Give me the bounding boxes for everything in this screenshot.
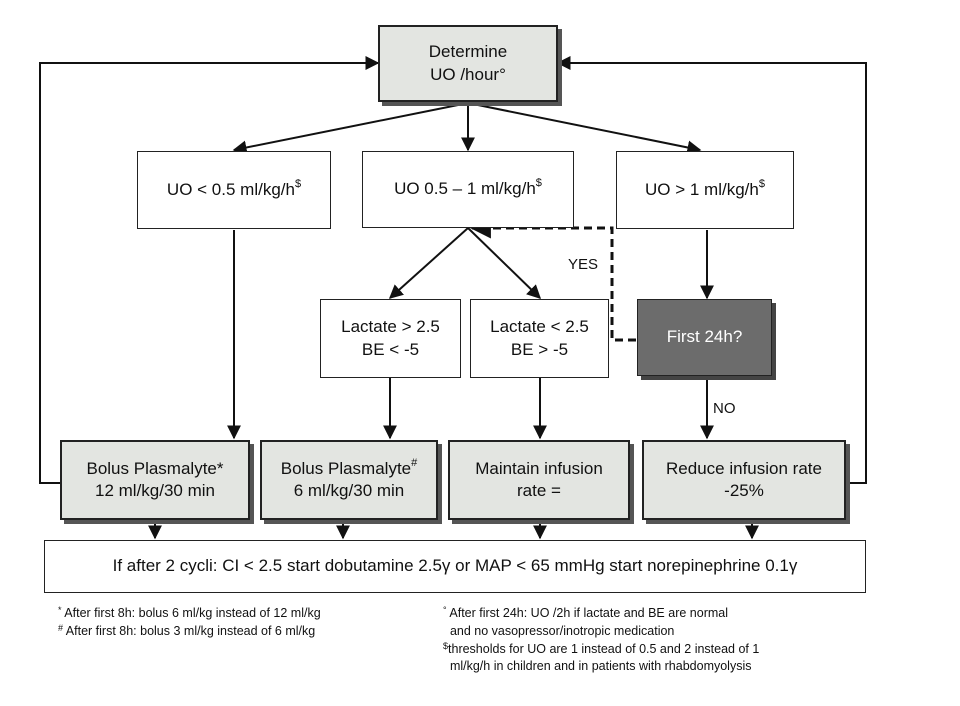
uo-low-label: UO < 0.5 ml/kg/h <box>166 179 295 199</box>
first-24h-box: First 24h? <box>637 299 772 376</box>
arrow-determine-to-uo-high <box>467 102 702 155</box>
cycli-text: If after 2 cycli: CI < 2.5 start dobutam… <box>112 556 798 576</box>
bolus-6-line2: 6 ml/kg/30 min <box>293 481 405 500</box>
determine-label: Determine <box>428 42 508 62</box>
footnote-degree: ° After first 24h: UO /2h if lactate and… <box>443 605 728 620</box>
cycli-box: If after 2 cycli: CI < 2.5 start dobutam… <box>44 540 866 593</box>
reduce-line2: -25% <box>724 481 764 500</box>
bolus-12-line2: 12 ml/kg/30 min <box>95 481 215 500</box>
determine-sublabel: UO /hour <box>430 64 500 84</box>
maintain-line1: Maintain infusion <box>475 458 603 478</box>
determine-uo-box: Determine UO /hour° <box>378 25 558 102</box>
reduce-infusion-box: Reduce infusion rate -25% <box>642 440 846 520</box>
footnote-star: * After first 8h: bolus 6 ml/kg instead … <box>58 605 321 620</box>
edge-label-yes: YES <box>568 256 599 273</box>
uo-mid-box: UO 0.5 – 1 ml/kg/h$ <box>362 151 574 228</box>
bolus-6-box: Bolus Plasmalyte# 6 ml/kg/30 min <box>260 440 438 520</box>
maintain-line2: rate = <box>517 481 561 500</box>
footnote-dollar-cont: ml/kg/h in children and in patients with… <box>443 659 752 674</box>
arrow-uo-mid-to-lactate-high <box>388 227 469 299</box>
bolus-12-mark: * <box>216 458 224 478</box>
uo-low-box: UO < 0.5 ml/kg/h$ <box>137 151 331 229</box>
loop-right-to-determine <box>556 56 867 484</box>
footnotes-right: ° After first 24h: UO /2h if lactate and… <box>443 605 759 676</box>
uo-mid-mark: $ <box>535 177 542 190</box>
uo-high-label: UO > 1 ml/kg/h <box>645 179 759 199</box>
lactate-high-box: Lactate > 2.5 BE < -5 <box>320 299 461 378</box>
footnotes-left: * After first 8h: bolus 6 ml/kg instead … <box>58 605 321 641</box>
uo-high-box: UO > 1 ml/kg/h$ <box>616 151 794 229</box>
lactate-low-line1: Lactate < 2.5 <box>490 317 589 337</box>
edge-label-no: NO <box>713 400 736 417</box>
bolus-12-line1: Bolus Plasmalyte <box>86 458 217 478</box>
lactate-high-line1: Lactate > 2.5 <box>341 317 440 337</box>
footnote-degree-cont: and no vasopressor/inotropic medication <box>443 623 675 638</box>
loop-left-to-determine <box>39 56 380 484</box>
arrow-uo-mid-to-lactate-low <box>467 227 542 299</box>
bolus-6-mark: # <box>411 456 418 469</box>
uo-high-mark: $ <box>758 177 765 190</box>
reduce-line1: Reduce infusion rate <box>666 458 822 478</box>
bolus-12-box: Bolus Plasmalyte* 12 ml/kg/30 min <box>60 440 250 520</box>
bolus-6-line1: Bolus Plasmalyte <box>280 458 412 478</box>
uo-low-mark: $ <box>294 177 302 190</box>
lactate-low-box: Lactate < 2.5 BE > -5 <box>470 299 609 378</box>
dashed-yes-path <box>469 217 636 342</box>
arrow-determine-to-uo-low <box>232 102 469 155</box>
first-24h-label: First 24h? <box>666 327 743 347</box>
footnote-dollar: $thresholds for UO are 1 instead of 0.5 … <box>443 640 760 656</box>
footnote-hash: # After first 8h: bolus 3 ml/kg instead … <box>58 622 316 638</box>
lactate-high-line2: BE < -5 <box>361 339 420 359</box>
maintain-infusion-box: Maintain infusion rate = <box>448 440 630 520</box>
lactate-low-line2: BE > -5 <box>510 339 569 359</box>
determine-mark: ° <box>499 64 506 84</box>
uo-mid-label: UO 0.5 – 1 ml/kg/h <box>394 179 536 199</box>
